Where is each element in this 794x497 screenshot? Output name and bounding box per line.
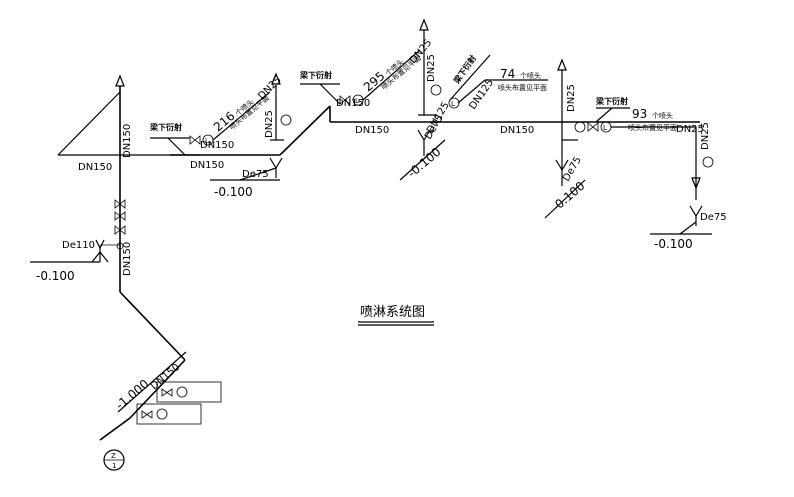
branch-group-216	[150, 72, 292, 156]
group-note-93: 喷头布置见平面	[628, 123, 677, 132]
elevation-de75-1: -0.100	[214, 185, 253, 199]
drain-label-de110: De110	[62, 240, 95, 251]
beam-label-4: 梁下衍射	[595, 96, 628, 106]
pipe-label-dn150-left: DN150	[78, 162, 112, 173]
drain-de75-1	[210, 157, 283, 181]
flow-symbol-3: L	[451, 100, 455, 108]
riser-label-dn150-upper: DN150	[122, 124, 133, 158]
pipe-label-dn25-2b: DN25	[426, 54, 437, 82]
pipe-label-dn150-underground: DN150	[149, 362, 182, 392]
flow-symbol-2: L	[355, 97, 359, 105]
marker-bottom: 1	[112, 462, 116, 470]
drain-de75-4	[650, 205, 712, 235]
flow-symbol-4: L	[603, 124, 607, 132]
group-unit-93: 个喷头	[652, 111, 673, 120]
group-note-74: 喷头布置见平面	[498, 83, 547, 92]
pipe-label-dn25-4b: DN25	[700, 122, 711, 150]
drain-de75-2	[399, 129, 446, 181]
pipe-label-dn25-1b: DN25	[264, 110, 275, 138]
group-count-74: 74	[500, 67, 515, 81]
marker-top: Z	[111, 452, 116, 460]
drain-de75-3	[544, 150, 586, 219]
pipe-label-dn25-4a: DN25	[676, 124, 704, 135]
branch-group-93	[574, 107, 714, 200]
riser-label-dn150-lower: DN150	[122, 242, 133, 276]
elevation-de75-3: -0.100	[549, 179, 588, 215]
elevation-de75-4: -0.100	[654, 237, 693, 251]
pipe-label-dn150-c: DN150	[500, 125, 534, 136]
drain-label-de75-1: De75	[242, 169, 269, 180]
main-horizontal-pipe	[170, 105, 700, 156]
beam-label-2: 梁下衍射	[299, 70, 332, 80]
pipe-label-dn150-d: DN150	[336, 98, 370, 109]
section-marker	[103, 449, 125, 471]
pipe-label-dn150-a: DN150	[190, 160, 224, 171]
group-unit-74: 个喷头	[520, 71, 541, 80]
main-riser	[99, 74, 186, 441]
drain-label-de75-4: De75	[700, 212, 727, 223]
flow-symbol-1: L	[205, 137, 209, 145]
pipe-label-dn150-e: DN150	[200, 140, 234, 151]
beam-label-3: 梁下衍射	[451, 53, 478, 86]
underground-entry	[99, 351, 222, 441]
drain-label-de75-3: De75	[561, 155, 584, 184]
pipe-label-dn25-3: DN25	[566, 84, 577, 112]
diagram-title: 喷淋系统图	[360, 305, 425, 320]
branch-group-74	[448, 54, 578, 150]
pipe-label-dn150-b: DN150	[355, 125, 389, 136]
drain-de110	[30, 239, 120, 263]
elevation-de110: -0.100	[36, 269, 75, 283]
branch-group-295	[300, 18, 442, 116]
elevation-underground: -1.000	[113, 377, 152, 413]
beam-label-1: 梁下衍射	[149, 122, 182, 132]
group-count-93: 93	[632, 107, 647, 121]
pipe-label-dn25-1a: DN25	[256, 75, 284, 103]
